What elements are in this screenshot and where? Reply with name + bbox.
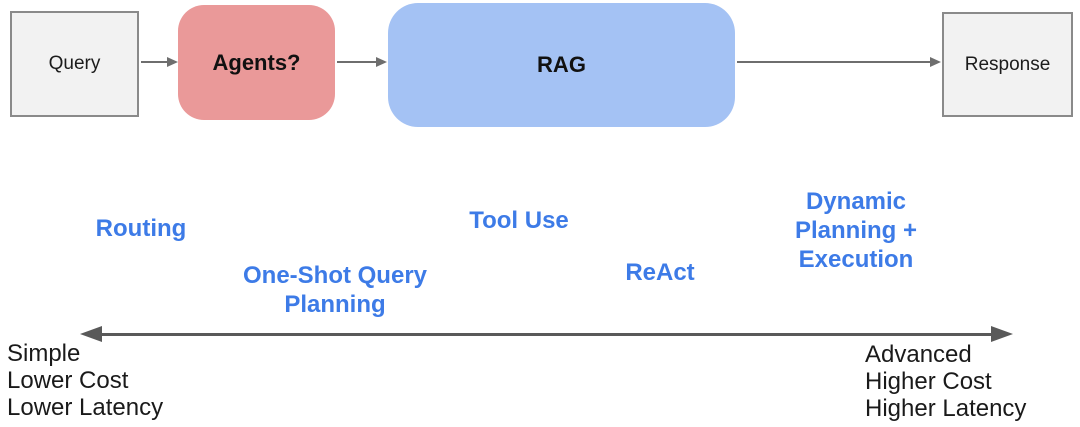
agents-box: Agents? (178, 5, 335, 120)
rag-box-label: RAG (537, 52, 586, 77)
label-simple: Simple (7, 340, 81, 367)
spectrum-left-labels: Simple Lower Cost Lower Latency (7, 340, 163, 421)
technique-routing: Routing (95, 215, 187, 242)
label-lower-latency: Lower Latency (7, 394, 164, 421)
query-box: Query (10, 11, 139, 117)
technique-tool-use: Tool Use (469, 207, 569, 234)
technique-one-shot-query-planning: One-Shot Query Planning (242, 262, 428, 318)
arrow-query-to-agents-icon (141, 56, 178, 68)
label-advanced: Advanced (865, 341, 972, 368)
response-box: Response (942, 12, 1073, 117)
spectrum-axis-double-arrow-icon (80, 326, 1013, 342)
technique-react: ReAct (625, 259, 695, 286)
spectrum-right-labels: Advanced Higher Cost Higher Latency (865, 341, 1026, 422)
label-lower-cost: Lower Cost (7, 367, 129, 394)
query-box-label: Query (48, 53, 101, 74)
rag-box: RAG (388, 3, 735, 127)
response-box-label: Response (964, 53, 1051, 75)
arrow-left-head-icon (80, 326, 102, 342)
arrow-rag-to-response-icon (737, 56, 941, 68)
technique-dynamic-planning-execution: Dynamic Planning + Execution (794, 188, 918, 273)
label-higher-latency: Higher Latency (865, 395, 1027, 422)
label-higher-cost: Higher Cost (865, 368, 992, 395)
arrow-agents-to-rag-icon (337, 56, 387, 68)
agents-box-label: Agents? (212, 49, 301, 75)
arrow-right-head-icon (991, 326, 1013, 342)
